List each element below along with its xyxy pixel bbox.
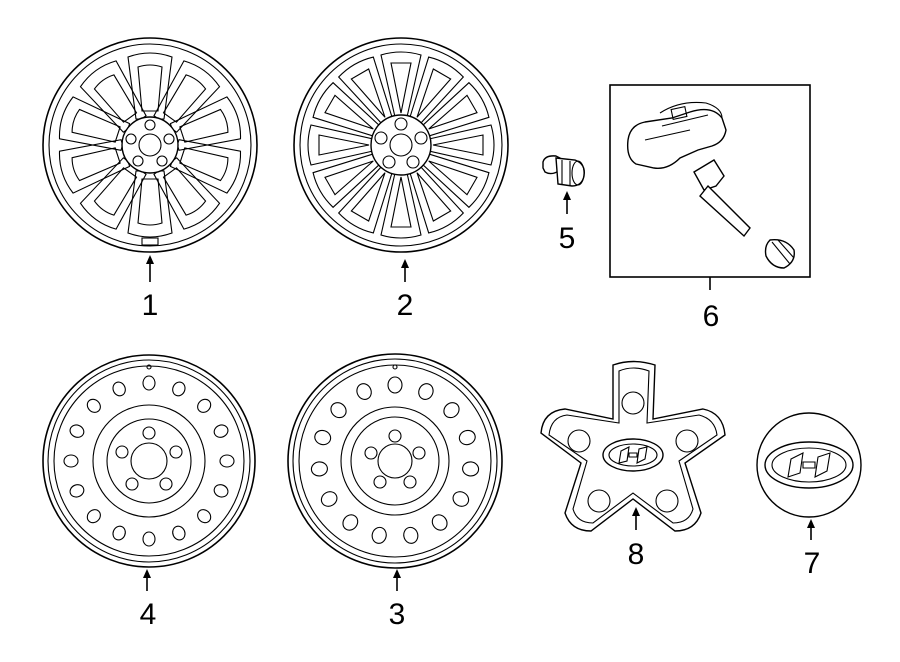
callout-7: 7 [804,547,821,580]
arrowhead [563,191,571,200]
arrowhead [146,255,154,264]
lug-nut-icon [542,155,585,187]
arrowhead [807,519,815,528]
steel-wheel-4-icon [42,354,256,568]
alloy-wheel-1-icon [42,37,258,253]
callout-5: 5 [559,222,576,255]
callout-8: 8 [628,538,645,571]
callout-2: 2 [397,289,414,322]
center-cap-logo-icon [756,412,862,518]
callout-3: 3 [389,598,406,631]
steel-wheel-3-icon [287,353,503,569]
arrowhead [401,259,409,268]
alloy-wheel-2-icon [293,37,509,253]
arrowhead [393,569,401,578]
tpms-sensor-icon [626,101,727,169]
tpms-valve-stem-icon [693,159,795,269]
callout-4: 4 [140,598,157,631]
arrowhead [143,569,151,578]
callout-1: 1 [142,289,159,322]
arrowhead [632,507,640,516]
center-cap-five-point-icon [540,360,726,532]
callout-6: 6 [703,300,720,333]
